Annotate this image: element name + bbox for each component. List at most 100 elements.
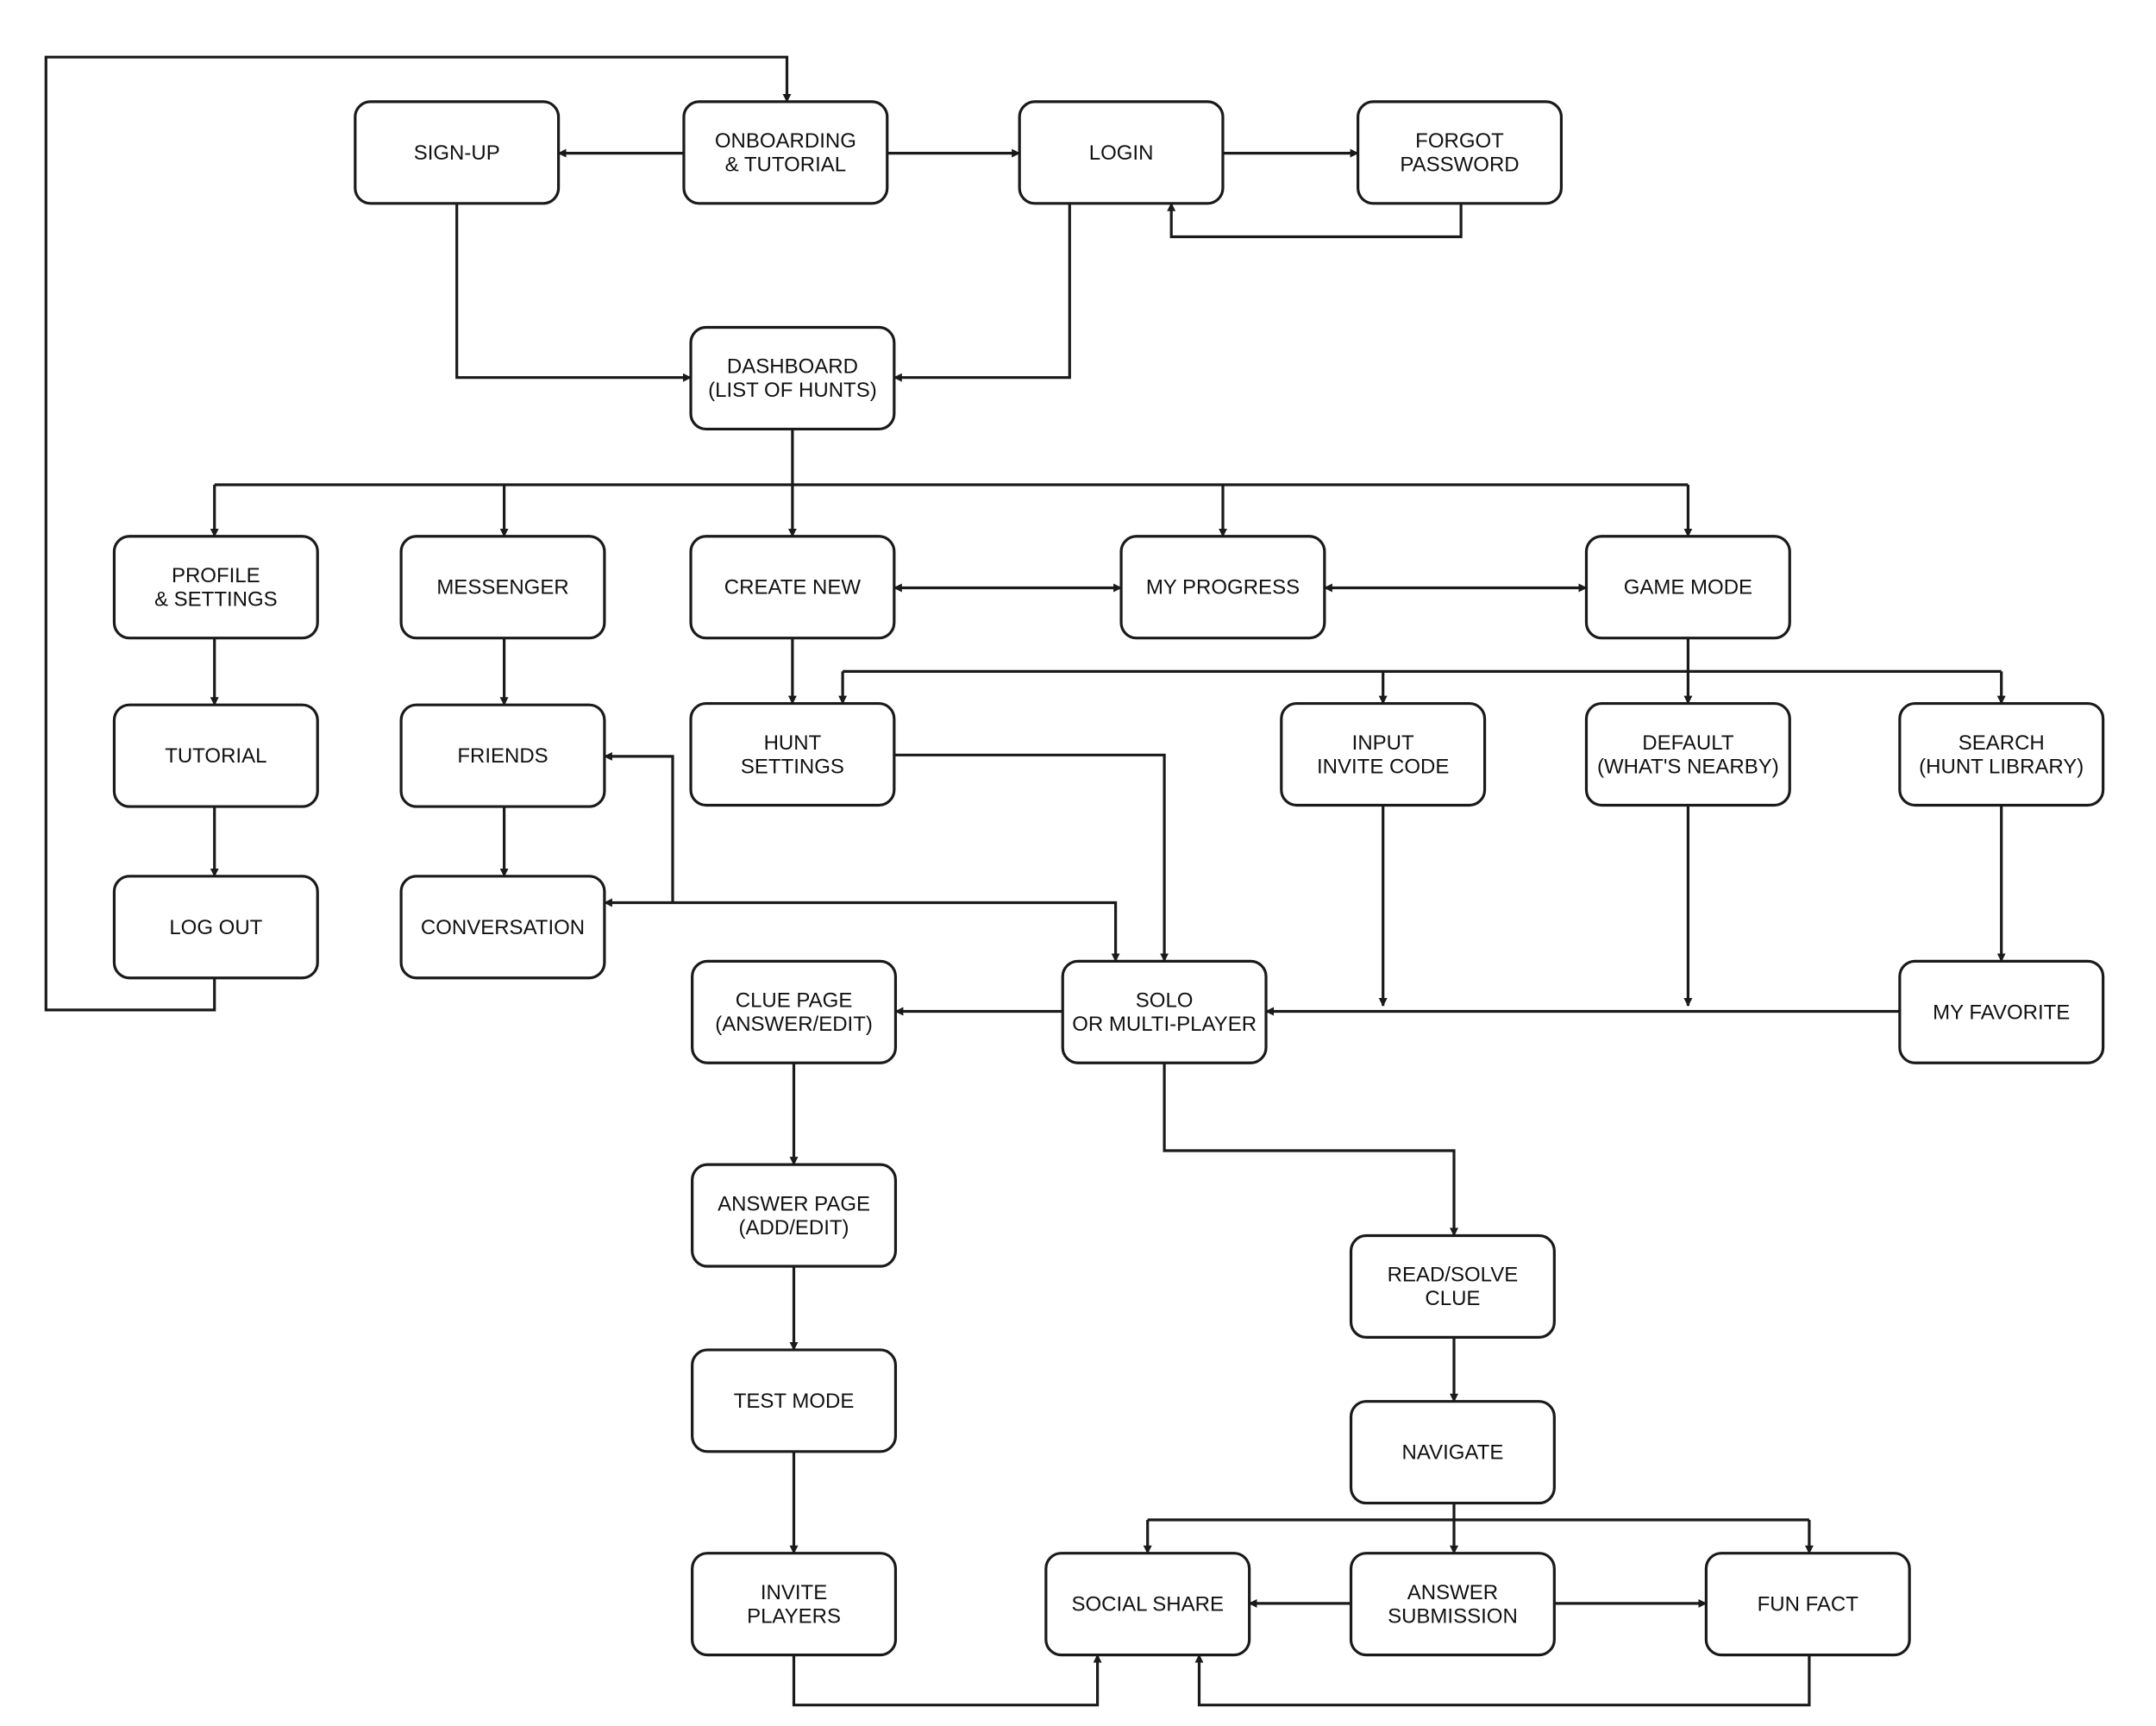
node-box [1119, 535, 1326, 640]
node-my-progress: MY PROGRESS [1119, 535, 1326, 640]
connector-forgot-to-login [1167, 202, 1463, 239]
node-label: DEFAULT(WHAT'S NEARBY) [1597, 731, 1779, 779]
node-game-mode: GAME MODE [1584, 535, 1791, 640]
node-signup: SIGN-UP [354, 100, 561, 205]
node-label: NAVIGATE [1402, 1441, 1504, 1465]
node-label: CLUE PAGE(ANSWER/EDIT) [715, 989, 873, 1037]
connector-huntsettings-to-solo [893, 753, 1169, 963]
node-box [399, 703, 606, 808]
node-dashboard: DASHBOARD(LIST OF HUNTS) [689, 325, 896, 431]
connector-login-to-dashboard [893, 203, 1071, 382]
node-label: LOG OUT [169, 916, 262, 939]
node-box [691, 959, 898, 1064]
node-label: TEST MODE [734, 1390, 855, 1413]
node-answer-page: ANSWER PAGE(ADD/EDIT) [691, 1163, 898, 1268]
node-label: MY PROGRESS [1146, 576, 1300, 599]
connector-link-to-friends [603, 751, 674, 903]
node-box [689, 701, 896, 807]
node-label: SOCIAL SHARE [1071, 1593, 1224, 1616]
node-box [689, 535, 896, 640]
node-box [1349, 1233, 1556, 1339]
node-login: LOGIN [1018, 100, 1225, 205]
node-box [112, 703, 319, 808]
node-label: GAME MODE [1624, 576, 1752, 599]
node-messenger: MESSENGER [399, 535, 606, 640]
node-box [1584, 701, 1791, 807]
node-label: CONVERSATION [421, 916, 585, 939]
node-label: SEARCH(HUNT LIBRARY) [1919, 731, 2084, 779]
node-default-nearby: DEFAULT(WHAT'S NEARBY) [1584, 701, 1791, 807]
node-label: FRIENDS [457, 744, 548, 768]
connector-invite-to-social [792, 1654, 1102, 1707]
node-label: PROFILE& SETTINGS [154, 564, 278, 612]
node-box [1044, 1552, 1251, 1657]
node-label: LOGIN [1089, 141, 1154, 165]
node-fun-fact: FUN FACT [1704, 1552, 1911, 1657]
connector-solo-to-read [1163, 1063, 1458, 1237]
node-box [1061, 959, 1268, 1064]
node-box [682, 100, 889, 205]
node-onboarding: ONBOARDING& TUTORIAL [682, 100, 889, 205]
node-friends: FRIENDS [399, 703, 606, 808]
node-search-library: SEARCH(HUNT LIBRARY) [1898, 701, 2105, 807]
connector-logout-to-onboarding [44, 55, 792, 1012]
node-label: CREATE NEW [724, 576, 862, 599]
connector-conversation-to-solo [603, 898, 1120, 963]
node-conversation: CONVERSATION [399, 875, 606, 980]
node-box [399, 535, 606, 640]
node-box [112, 535, 319, 640]
node-box [691, 1552, 898, 1657]
node-box [689, 325, 896, 431]
node-box [1898, 959, 2105, 1064]
node-label: TUTORIAL [165, 744, 266, 768]
node-social-share: SOCIAL SHARE [1044, 1552, 1251, 1657]
node-box [1349, 1552, 1556, 1657]
node-label: DASHBOARD(LIST OF HUNTS) [708, 355, 877, 403]
node-box [1584, 535, 1791, 640]
node-label: SIGN-UP [414, 141, 500, 165]
node-profile: PROFILE& SETTINGS [112, 535, 319, 640]
node-box [1357, 100, 1564, 205]
node-test-mode: TEST MODE [691, 1348, 898, 1453]
node-label: ANSWER PAGE(ADD/EDIT) [718, 1192, 870, 1240]
node-label: ONBOARDING& TUTORIAL [715, 129, 856, 177]
node-label: FUN FACT [1758, 1593, 1859, 1616]
connector-funfact-to-social [1194, 1654, 1811, 1707]
node-box [1704, 1552, 1911, 1657]
node-logout: LOG OUT [112, 875, 319, 980]
node-box [691, 1348, 898, 1453]
node-box [112, 875, 319, 980]
node-box [1280, 701, 1487, 807]
node-box [1018, 100, 1225, 205]
node-my-favorite: MY FAVORITE [1898, 959, 2105, 1064]
node-create-new: CREATE NEW [689, 535, 896, 640]
node-clue-page: CLUE PAGE(ANSWER/EDIT) [691, 959, 898, 1064]
node-label: MESSENGER [436, 576, 568, 599]
node-box [691, 1163, 898, 1268]
node-tutorial: TUTORIAL [112, 703, 319, 808]
node-box [1898, 701, 2105, 807]
node-box [399, 875, 606, 980]
connector-layer [44, 55, 2006, 1707]
node-box [1349, 1400, 1556, 1505]
node-box [354, 100, 561, 205]
node-label: MY FAVORITE [1933, 1001, 2070, 1024]
node-navigate: NAVIGATE [1349, 1400, 1556, 1505]
connector-signup-to-dashboard [455, 203, 692, 382]
